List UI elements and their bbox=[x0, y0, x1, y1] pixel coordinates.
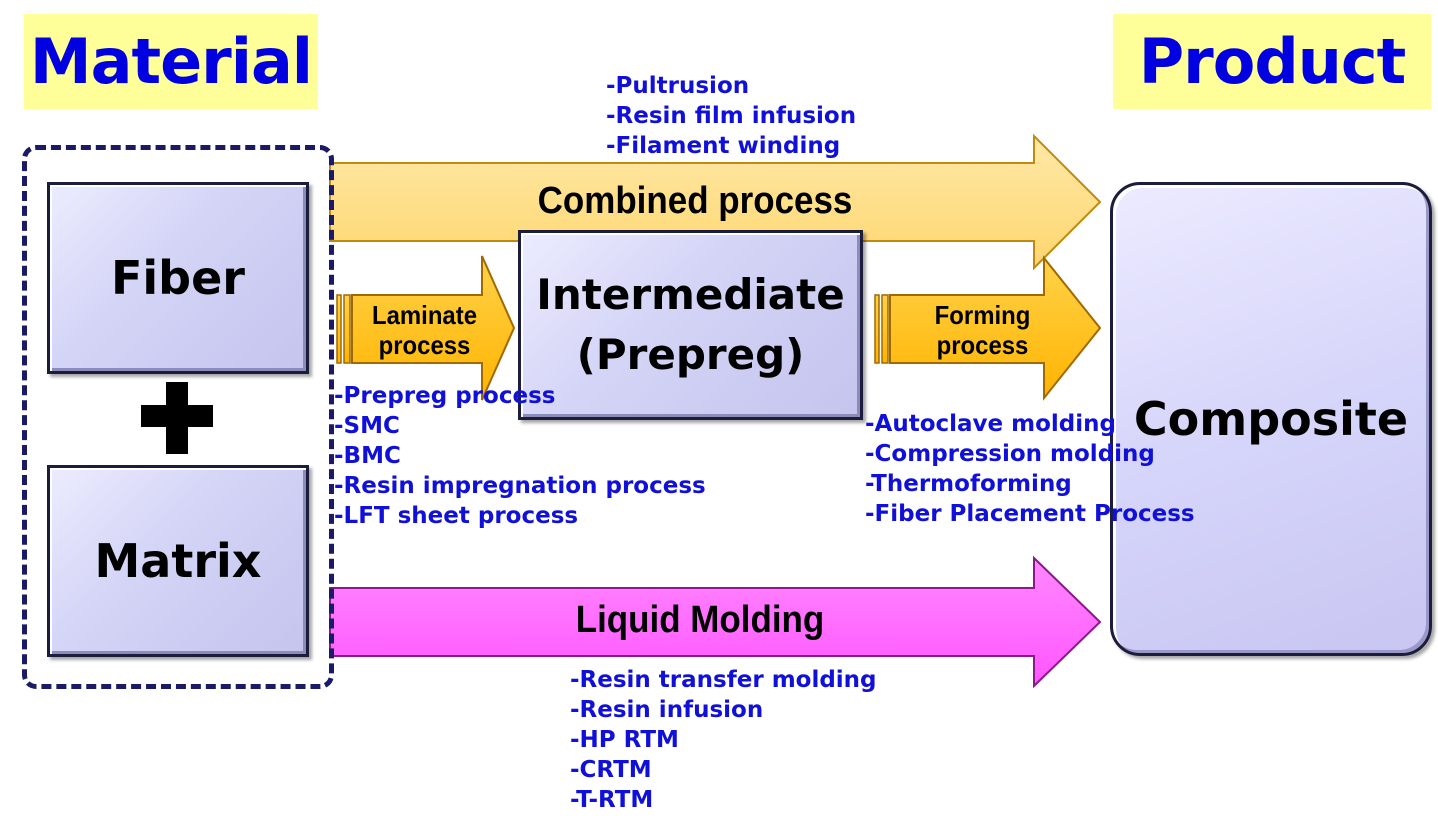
product-header: Product bbox=[1113, 14, 1431, 109]
fiber-box: Fiber bbox=[47, 182, 309, 374]
liquid-molding-list: -Resin transfer molding -Resin infusion … bbox=[570, 665, 877, 815]
list-item: -Resin infusion bbox=[570, 697, 764, 723]
combined-process-label: Combined process bbox=[537, 180, 853, 222]
intermediate-box: Intermediate (Prepreg) bbox=[518, 230, 863, 420]
laminate-process-arrow bbox=[336, 255, 516, 401]
combined-process-list: -Pultrusion -Resin film infusion -Filame… bbox=[606, 71, 856, 161]
liquid-molding-arrow bbox=[329, 555, 1102, 689]
list-item: -Autoclave molding bbox=[865, 411, 1116, 437]
forming-label-line1: Forming bbox=[934, 300, 1031, 330]
intermediate-label: Intermediate bbox=[536, 270, 845, 319]
list-item: -Resin impregnation process bbox=[334, 473, 706, 499]
fiber-label: Fiber bbox=[110, 251, 245, 305]
list-item: -CRTM bbox=[570, 757, 652, 783]
composite-label: Composite bbox=[1133, 392, 1409, 446]
list-item: -BMC bbox=[334, 443, 401, 469]
material-header: Material bbox=[24, 14, 318, 109]
forming-process-arrow bbox=[874, 255, 1102, 401]
liquid-molding-label: Liquid Molding bbox=[575, 599, 825, 641]
list-item: -HP RTM bbox=[570, 727, 679, 753]
list-item: -SMC bbox=[334, 413, 400, 439]
laminate-label-line2: process bbox=[378, 330, 471, 360]
list-item: -T-RTM bbox=[570, 787, 654, 813]
list-item: -Resin transfer molding bbox=[570, 667, 877, 693]
forming-label-line2: process bbox=[936, 330, 1029, 360]
list-item: -Thermoforming bbox=[865, 471, 1072, 497]
list-item: -Pultrusion bbox=[606, 73, 750, 99]
laminate-label-line1: Laminate bbox=[371, 300, 478, 330]
list-item: -Compression molding bbox=[865, 441, 1155, 467]
matrix-label: Matrix bbox=[94, 534, 262, 588]
material-group bbox=[22, 145, 334, 689]
laminate-process-list: -Prepreg process -SMC -BMC -Resin impreg… bbox=[334, 381, 706, 531]
laminate-process-label: Laminate process bbox=[358, 300, 491, 360]
prepreg-label: (Prepreg) bbox=[576, 330, 805, 379]
composite-box: Composite bbox=[1110, 182, 1432, 656]
list-item: -Prepreg process bbox=[334, 383, 556, 409]
list-item: -Fiber Placement Process bbox=[865, 501, 1195, 527]
matrix-box: Matrix bbox=[47, 465, 309, 657]
forming-process-label: Forming process bbox=[907, 300, 1059, 360]
list-item: -Filament winding bbox=[606, 133, 841, 159]
list-item: -LFT sheet process bbox=[334, 503, 579, 529]
list-item: -Resin film infusion bbox=[606, 103, 857, 129]
forming-process-list: -Autoclave molding -Compression molding … bbox=[865, 409, 1195, 529]
